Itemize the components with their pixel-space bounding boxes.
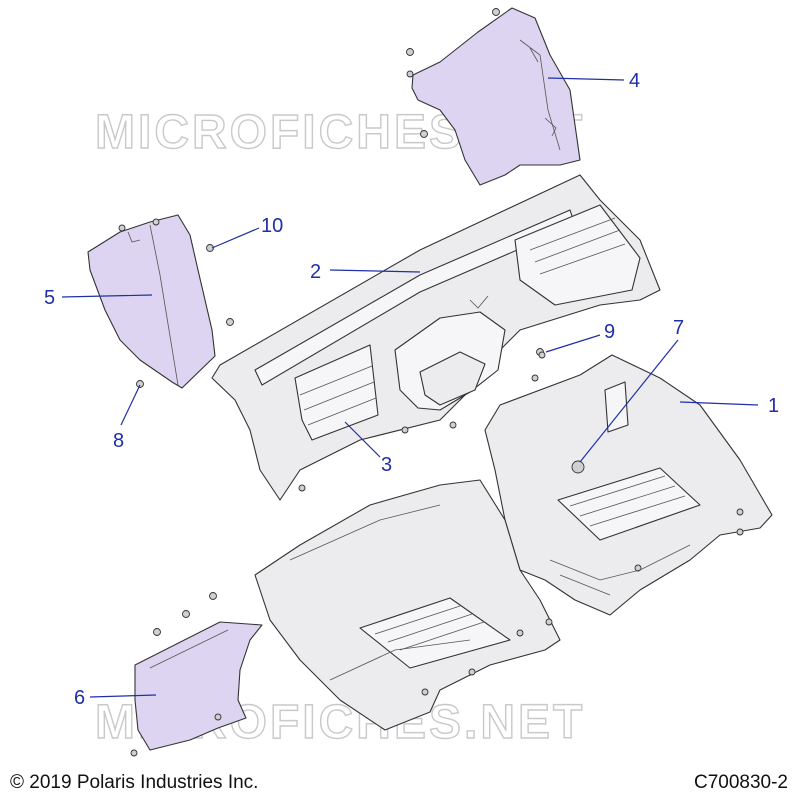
part-4-side-panel	[406, 7, 581, 186]
diagram-code: C700830-2	[693, 772, 788, 793]
callout-9: 9	[604, 321, 615, 343]
callout-8: 8	[113, 430, 124, 452]
callout-10: 10	[261, 215, 283, 237]
part-1-floor-tub	[484, 351, 773, 616]
callout-6: 6	[74, 687, 85, 709]
lower-floor-tub	[254, 479, 561, 731]
part-6-panel	[130, 592, 263, 757]
callout-1: 1	[768, 395, 779, 417]
callout-7: 7	[673, 317, 684, 339]
callout-5: 5	[44, 287, 55, 309]
copyright-text: © 2019 Polaris Industries Inc.	[10, 772, 259, 793]
callout-2: 2	[310, 261, 321, 283]
callout-4: 4	[629, 70, 640, 92]
part-2-rear-panel	[211, 174, 661, 501]
part-5-side-panel	[87, 214, 234, 389]
callout-3: 3	[381, 454, 392, 476]
